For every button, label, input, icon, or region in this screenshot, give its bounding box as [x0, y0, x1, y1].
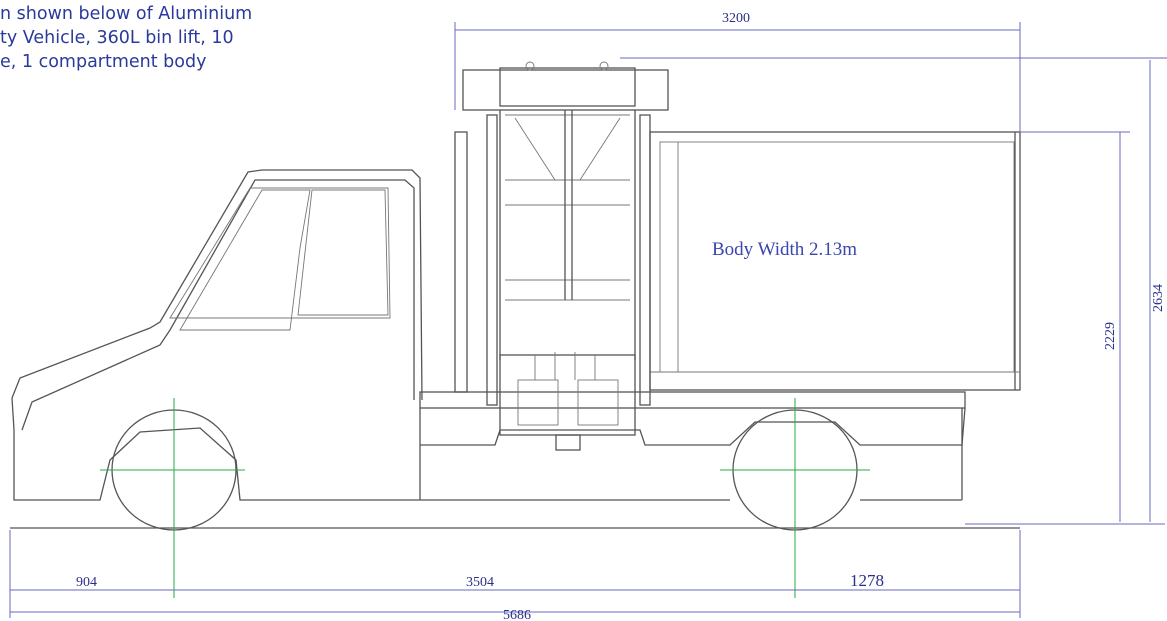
dimension-2634: 2634 [1151, 284, 1166, 312]
dimension-2229: 2229 [1103, 322, 1118, 350]
caption-line-3: e, 1 compartment body [0, 52, 207, 72]
bin-lift [454, 61, 669, 451]
dimension-lines [9, 22, 1167, 618]
dimension-904: 904 [76, 575, 97, 590]
dimension-3504: 3504 [466, 575, 494, 590]
cab-lower [13, 427, 420, 501]
chassis [419, 391, 966, 501]
dimension-5686: 5686 [503, 608, 531, 621]
caption: n shown below of Aluminium ty Vehicle, 3… [0, 2, 252, 74]
caption-line-2: ty Vehicle, 360L bin lift, 10 [0, 28, 234, 48]
dimension-1278: 1278 [850, 571, 884, 590]
rear-wheel [720, 398, 870, 598]
body-width-label: Body Width 2.13m [712, 239, 857, 260]
front-wheel [100, 398, 245, 598]
cab [11, 169, 423, 501]
cab-window [169, 187, 391, 319]
caption-line-1: n shown below of Aluminium [0, 4, 253, 24]
dimension-3200: 3200 [722, 11, 750, 26]
body-box [649, 131, 1021, 391]
